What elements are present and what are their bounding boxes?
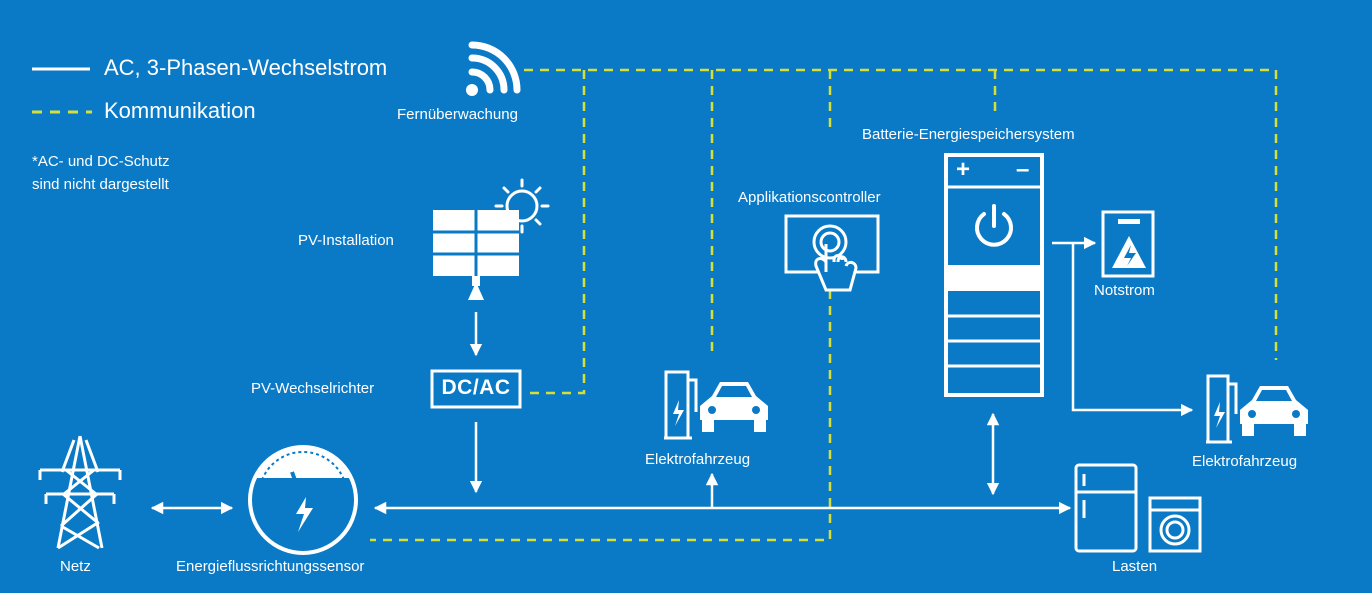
touch-screen-icon: [784, 214, 880, 292]
sun-icon: [494, 178, 550, 234]
label-ev-right: Elektrofahrzeug: [1192, 453, 1298, 470]
inverter-box-label: DC/AC: [441, 376, 511, 399]
ac-lines: [150, 236, 1194, 515]
label-remote-monitoring: Fernüberwachung: [397, 106, 518, 123]
legend-ac-label: AC, 3-Phasen-Wechselstrom: [104, 55, 388, 80]
comm-line-inverter: [525, 70, 586, 395]
power-pylon-icon: [38, 435, 122, 550]
note-line-1: *AC- und DC-Schutz: [32, 153, 170, 170]
comm-line-top: [524, 68, 1278, 360]
appliances-icon: [1074, 463, 1202, 553]
wifi-icon: [466, 41, 521, 96]
comm-line-controller: [370, 70, 832, 542]
label-app-controller: Applikationscontroller: [738, 189, 881, 206]
solar-panel-icon: [433, 210, 519, 300]
battery-cabinet-icon: [944, 153, 1044, 397]
legend: [32, 67, 92, 114]
ac-line-backup-ev: [1071, 243, 1194, 417]
power-icon: [975, 204, 1013, 247]
bess-minus: –: [1016, 156, 1030, 183]
communication-lines: [370, 68, 1278, 542]
ev-charger-car-icon-right: [1206, 374, 1308, 444]
label-loads: Lasten: [1112, 558, 1158, 575]
label-ev-center: Elektrofahrzeug: [645, 451, 751, 468]
backup-panel-icon: [1101, 210, 1155, 278]
bess-plus: +: [956, 156, 971, 183]
label-pv-installation: PV-Installation: [298, 232, 394, 249]
legend-comm-label: Kommunikation: [104, 98, 256, 123]
label-bess: Batterie-Energiespeichersystem: [862, 126, 1075, 143]
label-pv-inverter: PV-Wechselrichter: [251, 380, 375, 397]
inverter-box: [430, 369, 522, 409]
ev-charger-car-icon-center: [664, 370, 768, 440]
energy-meter-icon: [248, 445, 358, 555]
label-backup-power: Notstrom: [1094, 282, 1155, 299]
label-sensor: Energieflussrichtungssensor: [176, 558, 365, 575]
label-grid: Netz: [60, 558, 91, 575]
note-line-2: sind nicht dargestellt: [32, 176, 169, 193]
